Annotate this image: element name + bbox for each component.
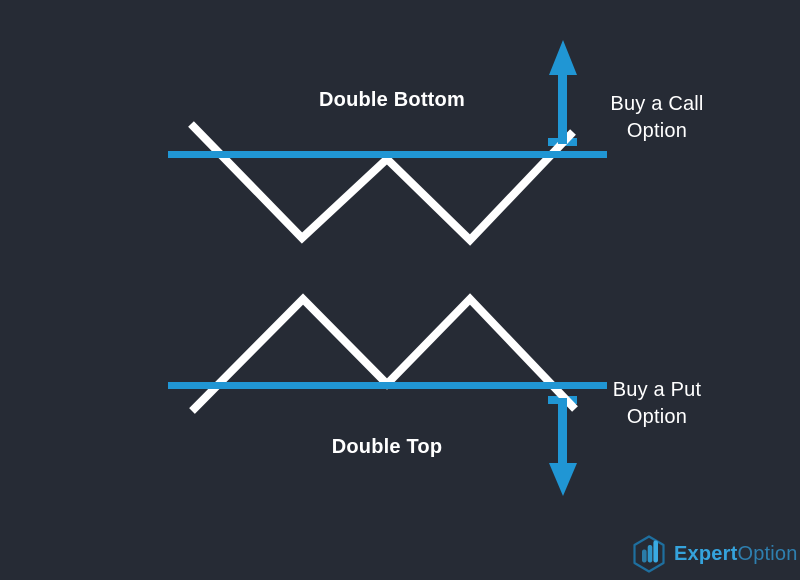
buy-call-label: Buy a Call Option — [592, 91, 722, 145]
resistance-line — [168, 151, 607, 158]
up-arrow-shaft — [558, 71, 567, 144]
up-arrow-head-icon — [549, 40, 577, 75]
double-top-pattern-line — [189, 293, 578, 414]
buy-call-line2: Option — [626, 120, 688, 142]
buy-call-line1: Buy a Call — [610, 93, 704, 115]
logo-bar-right — [653, 540, 658, 563]
support-line — [168, 382, 607, 389]
buy-put-label: Buy a Put Option — [592, 377, 722, 431]
down-arrow-head-icon — [549, 463, 577, 496]
double-top-figure — [168, 293, 607, 496]
expertoption-logo: ExpertOption — [629, 533, 798, 575]
logo-bar-mid — [647, 545, 653, 563]
double-bottom-figure — [168, 40, 607, 246]
logo-wordmark: ExpertOption — [674, 543, 798, 566]
double-top-title: Double Top — [331, 436, 443, 458]
double-bottom-title: Double Bottom — [319, 89, 465, 111]
down-arrow-shaft — [558, 398, 567, 468]
hexagon-bar-chart-icon — [633, 535, 665, 573]
logo-bar-left — [642, 549, 647, 563]
logo-text-expert: Expert — [674, 542, 738, 565]
double-bottom-pattern-line — [188, 121, 576, 246]
buy-put-line2: Option — [626, 406, 688, 428]
logo-text-option: Option — [737, 542, 798, 565]
buy-put-line1: Buy a Put — [612, 379, 702, 401]
